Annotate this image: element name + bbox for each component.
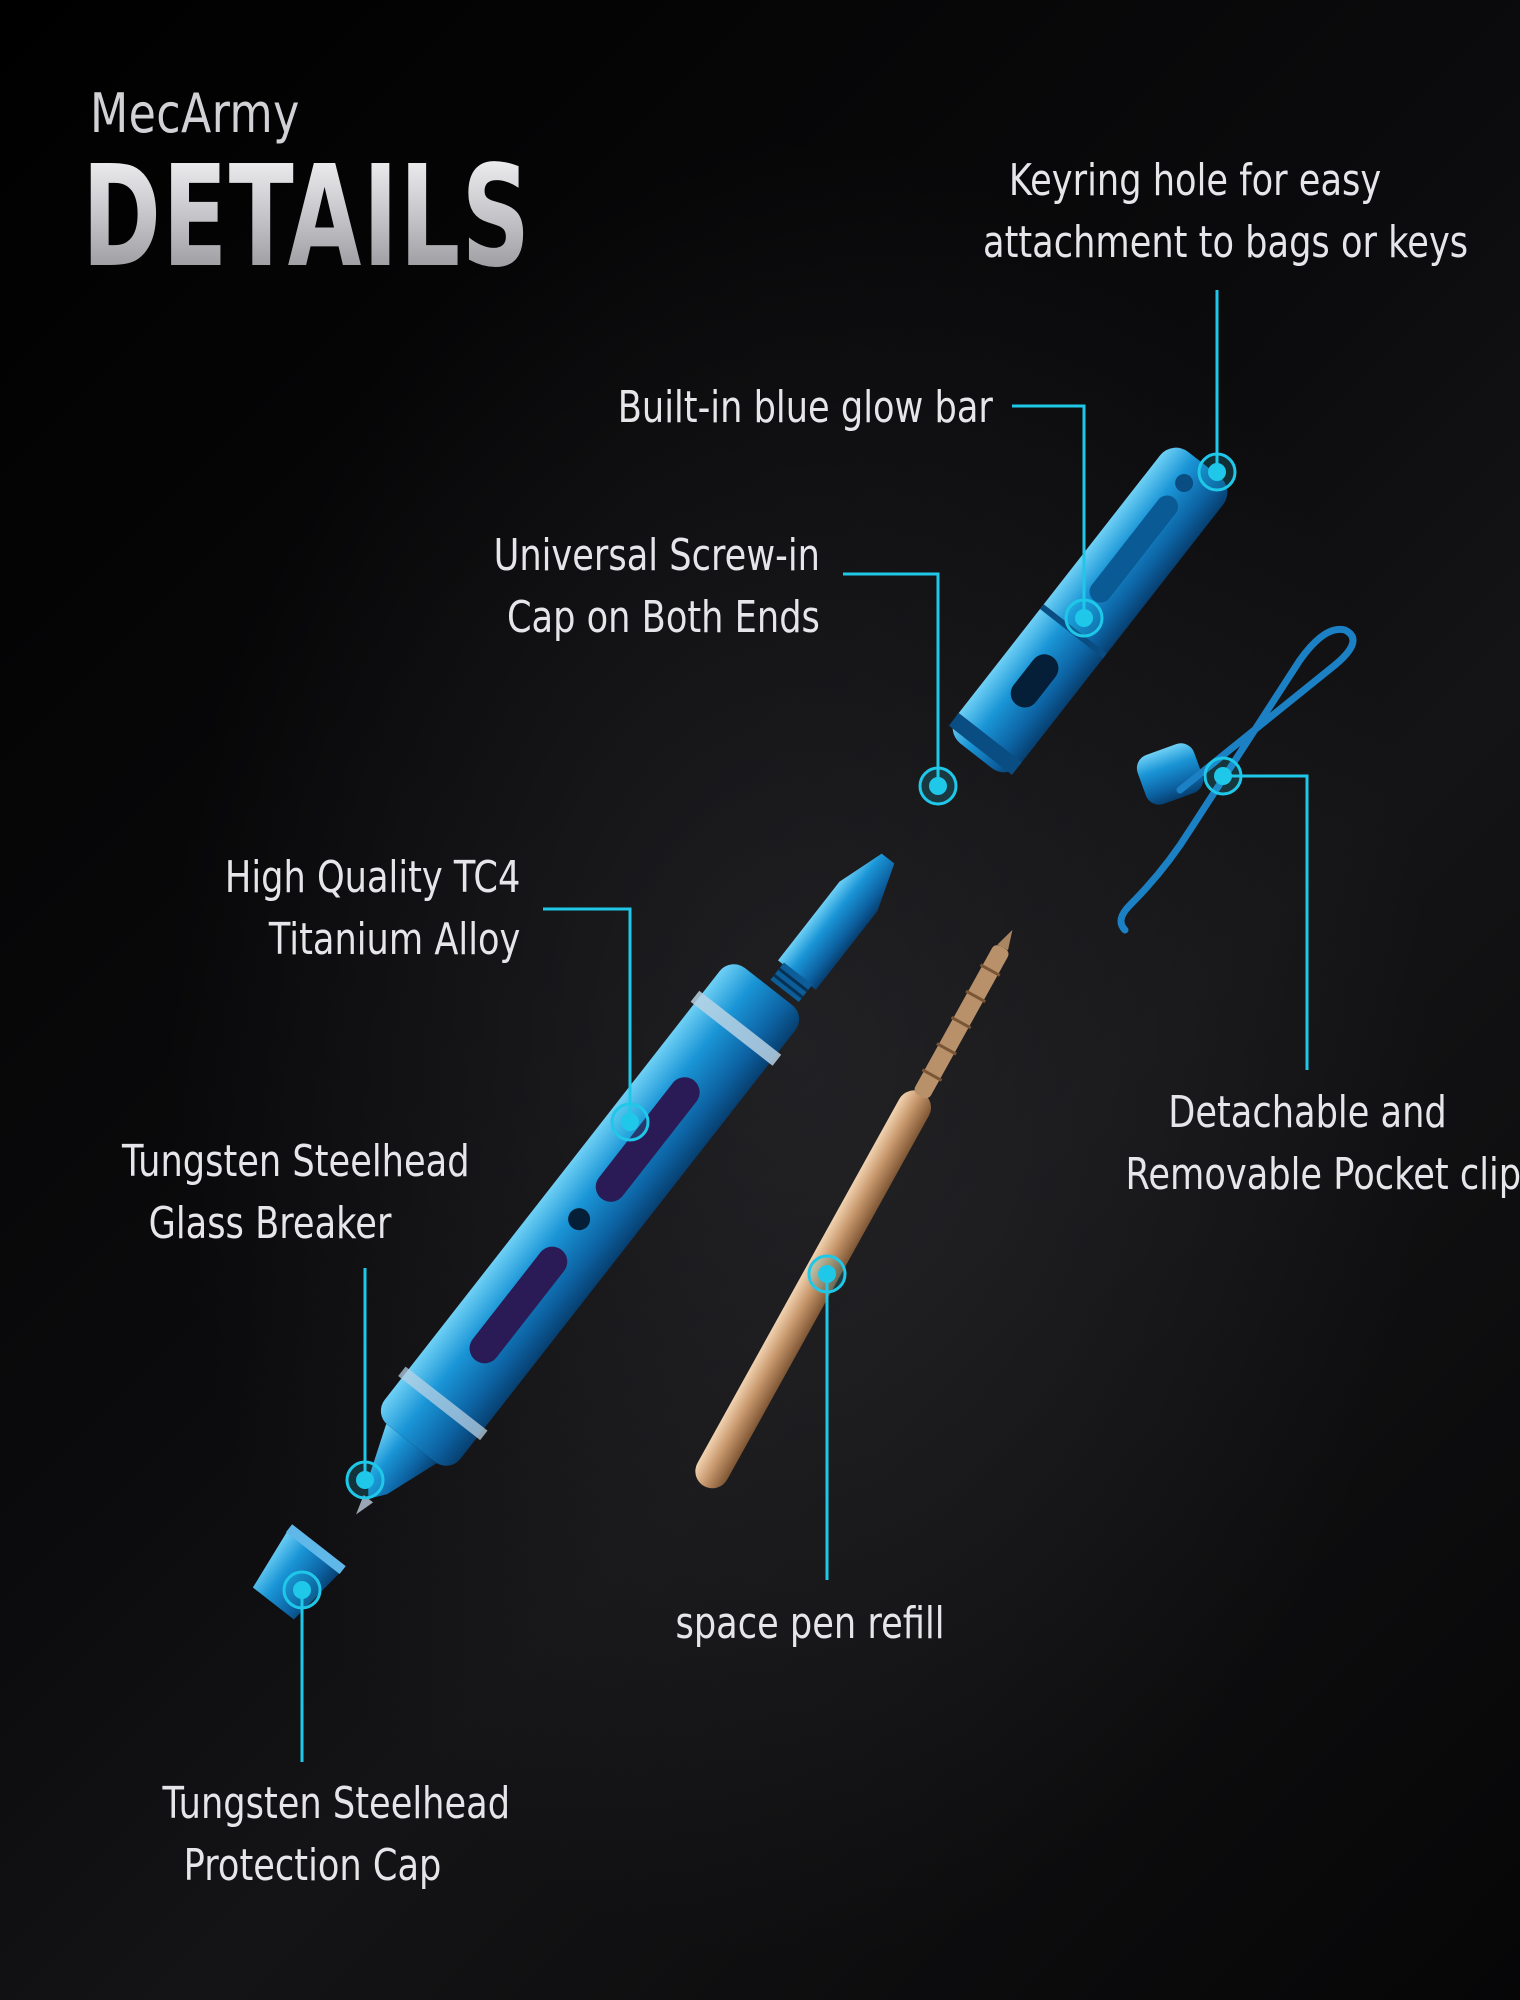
callout-titanium-line1: High Quality TC4 [224,852,520,903]
callout-screw-cap: Universal Screw-in Cap on Both Ends [494,525,820,649]
callout-pocket-clip-line1: Detachable and [1168,1087,1447,1138]
callout-refill-line1: space pen refill [675,1598,945,1649]
nose-cone [770,853,895,1003]
space-pen-refill [695,929,1013,1489]
leader-lines [300,290,1309,1762]
callout-protection-cap: Tungsten Steelhead Protection Cap [162,1773,511,1897]
callout-titanium: High Quality TC4 Titanium Alloy [225,847,520,971]
callout-glass-breaker-line2: Glass Breaker [148,1198,392,1249]
callout-keyring-line1: Keyring hole for easy [1008,155,1382,206]
callout-glass-breaker: Tungsten Steelhead Glass Breaker [122,1131,470,1255]
marker-keyring [1197,452,1237,492]
callout-pocket-clip-line2: Removable Pocket clip [1125,1149,1520,1200]
callout-screw-cap-line1: Universal Screw-in [493,530,820,581]
brand-name: MecArmy [90,82,300,145]
callout-pocket-clip: Detachable and Removable Pocket clip [1125,1082,1520,1206]
main-body [356,964,800,1515]
callout-glow-bar-line1: Built-in blue glow bar [617,382,993,433]
callout-glow-bar: Built-in blue glow bar [618,377,993,439]
callout-titanium-line2: Titanium Alloy [268,914,520,965]
marker-glow-bar [1064,598,1104,638]
page-title: DETAILS [82,136,532,299]
marker-protection-cap [282,1570,322,1610]
marker-refill [807,1254,847,1294]
callout-glass-breaker-line1: Tungsten Steelhead [122,1136,470,1187]
callout-keyring: Keyring hole for easy attachment to bags… [983,150,1469,274]
callout-screw-cap-line2: Cap on Both Ends [507,592,820,643]
marker-glass-breaker [345,1460,385,1500]
callout-refill: space pen refill [674,1593,946,1655]
marker-titanium [610,1102,650,1142]
marker-pocket-clip [1203,756,1243,796]
callout-protection-cap-line2: Protection Cap [183,1840,442,1891]
callout-markers [282,452,1243,1610]
callout-keyring-line2: attachment to bags or keys [983,217,1469,268]
marker-screw-cap [918,766,958,806]
pocket-clip [1117,625,1357,934]
callout-protection-cap-line1: Tungsten Steelhead [162,1778,511,1829]
